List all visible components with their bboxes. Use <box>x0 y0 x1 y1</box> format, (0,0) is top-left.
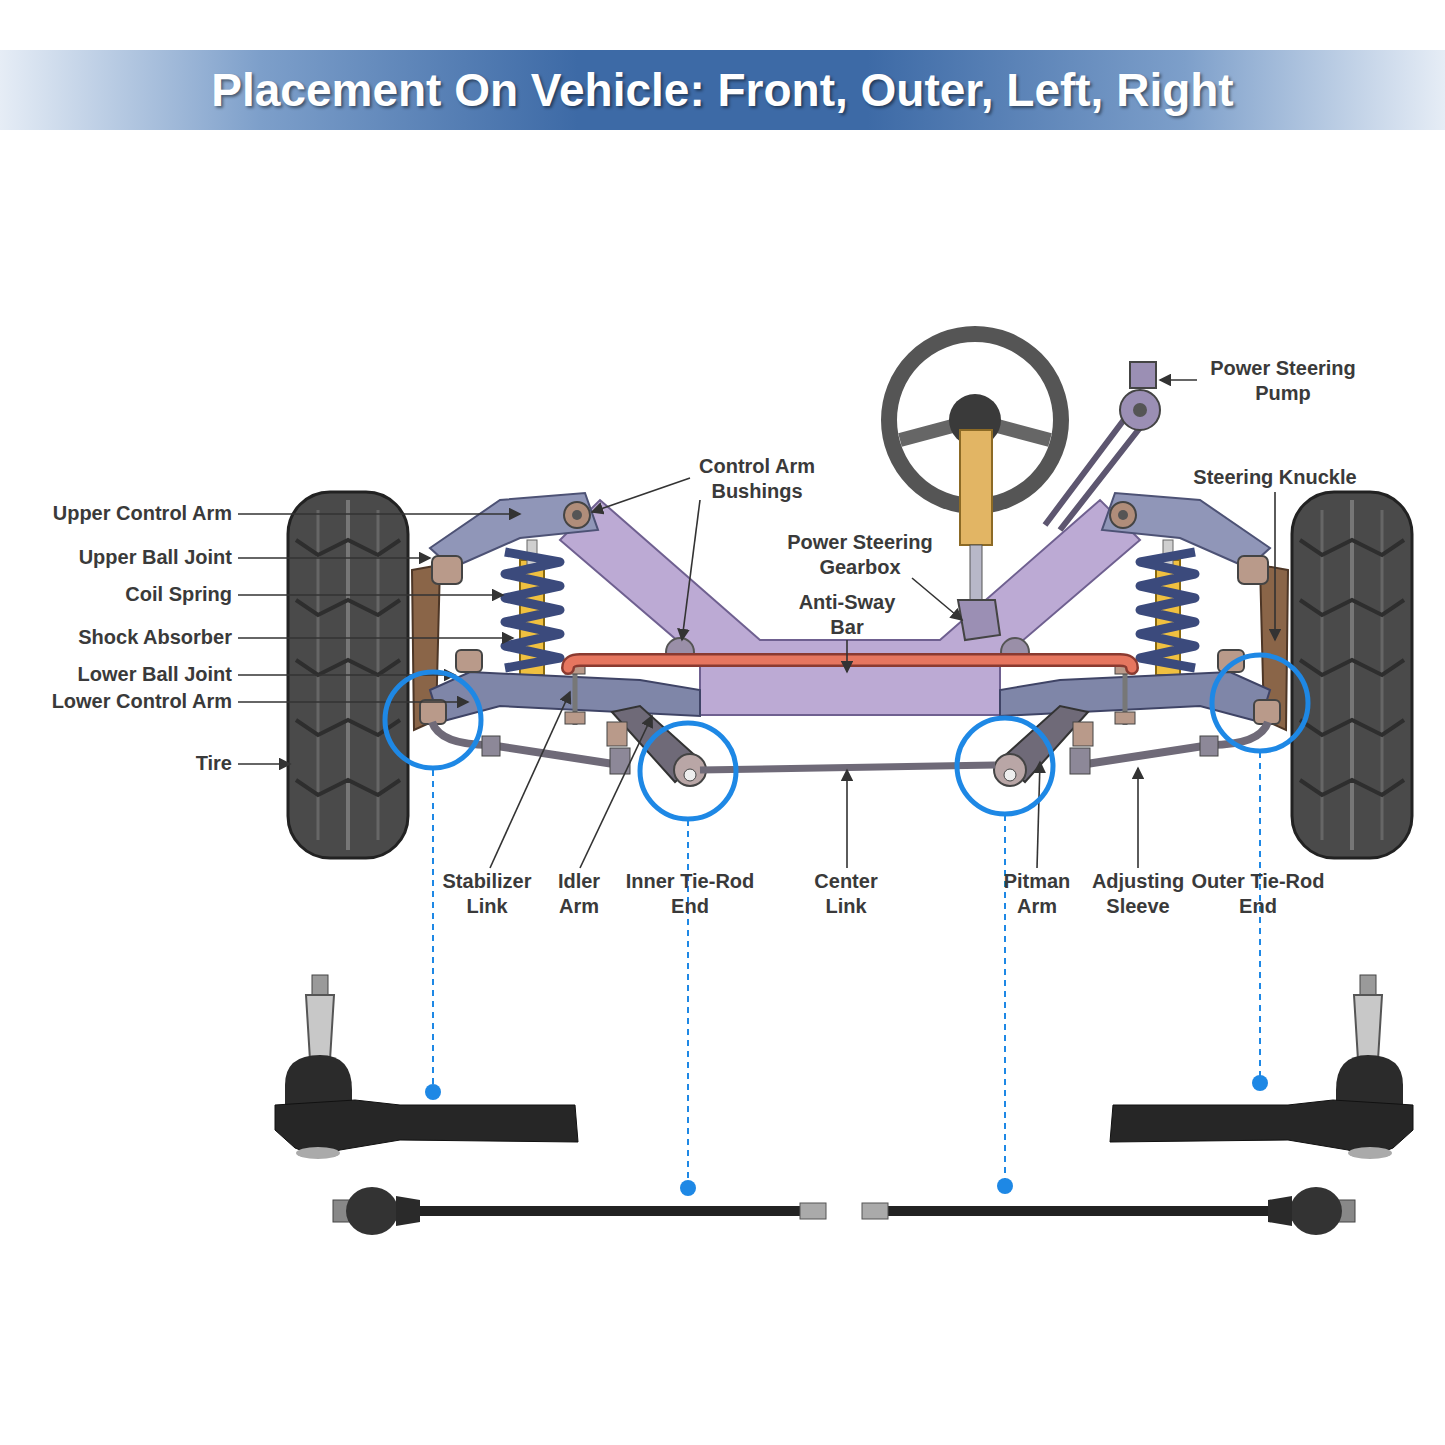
inner-tie-rod-part <box>800 1203 826 1219</box>
highlight-circles-part <box>957 718 1053 814</box>
inner-tie-rod-part <box>420 1206 800 1216</box>
steering-wheel-part <box>970 545 982 605</box>
power-steering-pump-part <box>1130 362 1156 388</box>
tire-part <box>296 540 400 795</box>
anti-sway-bar-part <box>568 660 1132 668</box>
guide-dots-part <box>680 1180 696 1196</box>
upper-control-arm-part <box>572 510 582 520</box>
leader-lines-part <box>1160 379 1197 381</box>
power-steering-pump-part <box>1133 403 1147 417</box>
leader-lines-part <box>238 557 430 559</box>
leader-lines-part <box>846 640 848 672</box>
power-steering-pump <box>1045 362 1160 530</box>
tie-rod-part <box>420 700 446 724</box>
guide-dots-part <box>425 1084 441 1100</box>
anti-sway-bar-part <box>568 660 1132 668</box>
part-label: Outer Tie-Rod End <box>1183 869 1333 919</box>
tie-rod-parts-mirror <box>862 975 1413 1235</box>
coil-spring-part <box>505 552 560 668</box>
leader-lines-part <box>1137 768 1139 868</box>
leader-lines-part <box>490 692 570 868</box>
leader-lines-part <box>238 701 468 703</box>
outer-tie-rod-end-part <box>306 995 334 1060</box>
center-link-part <box>700 765 995 770</box>
inner-tie-rod-part <box>346 1187 398 1235</box>
part-label: Power Steering Gearbox <box>770 530 950 580</box>
steering-wheel-part <box>960 430 992 545</box>
leader-lines-part <box>592 478 690 512</box>
leader-lines-part <box>580 716 652 868</box>
upper-control-arm-part <box>564 502 590 528</box>
stabilizer-link-part <box>565 712 585 724</box>
leader-lines-part <box>1037 762 1040 868</box>
outer-tie-rod-end-part <box>275 1100 578 1155</box>
center-link <box>700 765 995 770</box>
leader-lines-part <box>238 763 290 765</box>
leader-lines-part <box>912 578 962 620</box>
inner-tie-rod <box>333 1187 826 1235</box>
part-label: Center Link <box>801 869 891 919</box>
outer-tie-rod-end-part <box>312 975 328 997</box>
leader-lines <box>238 380 1275 868</box>
leader-lines-part <box>682 500 700 640</box>
coil-spring <box>505 540 560 675</box>
guide-dots <box>425 1075 1268 1196</box>
suspension-half-mirror <box>994 492 1412 858</box>
tie-rod-parts <box>275 975 826 1235</box>
steering-wheel-part <box>958 600 1000 640</box>
leader-lines-part <box>238 637 513 639</box>
highlight-circles <box>385 655 1308 819</box>
highlight-circles-part <box>385 672 481 768</box>
steering-wheel <box>889 334 1061 640</box>
dashed-guides-part <box>432 770 434 1092</box>
highlight-circles-part <box>1212 655 1308 751</box>
part-label: Upper Ball Joint <box>0 545 232 570</box>
anti-sway-bar <box>568 660 1132 668</box>
outer-tie-rod-end-part <box>296 1147 340 1159</box>
idler-arm <box>607 706 706 786</box>
part-label: Steering Knuckle <box>1165 465 1385 490</box>
part-label: Lower Control Arm <box>0 689 232 714</box>
part-label: Shock Absorber <box>0 625 232 650</box>
part-label: Anti-Sway Bar <box>782 590 912 640</box>
leader-lines-part <box>846 770 848 868</box>
leader-lines-part <box>238 594 503 596</box>
idler-arm-part <box>684 769 696 781</box>
part-label: Lower Ball Joint <box>0 662 232 687</box>
outer-tie-rod-end <box>275 975 578 1159</box>
leader-lines-part <box>238 513 520 515</box>
inner-tie-rod-part <box>396 1196 420 1226</box>
page-title: Placement On Vehicle: Front, Outer, Left… <box>0 58 1445 122</box>
highlight-circles-part <box>640 723 736 819</box>
part-label: Adjusting Sleeve <box>1081 869 1196 919</box>
part-label: Coil Spring <box>0 582 232 607</box>
power-steering-pump-part <box>1120 390 1160 430</box>
part-label: Upper Control Arm <box>0 501 232 526</box>
part-label: Tire <box>0 751 232 776</box>
part-label: Pitman Arm <box>992 869 1082 919</box>
upper-control-arm-part <box>432 556 462 584</box>
leader-lines-part <box>1274 492 1276 640</box>
idler-arm-part <box>607 722 627 746</box>
part-label: Power Steering Pump <box>1193 356 1373 406</box>
part-label: Stabilizer Link <box>430 869 545 919</box>
part-label: Inner Tie-Rod End <box>615 869 765 919</box>
tie-rod-part <box>482 736 500 756</box>
guide-dots-part <box>997 1178 1013 1194</box>
guide-dots-part <box>1252 1075 1268 1091</box>
lower-control-arm-part <box>456 650 482 672</box>
part-label: Idler Arm <box>544 869 614 919</box>
dashed-guides-part <box>1259 752 1261 1083</box>
part-label: Control Arm Bushings <box>682 454 832 504</box>
